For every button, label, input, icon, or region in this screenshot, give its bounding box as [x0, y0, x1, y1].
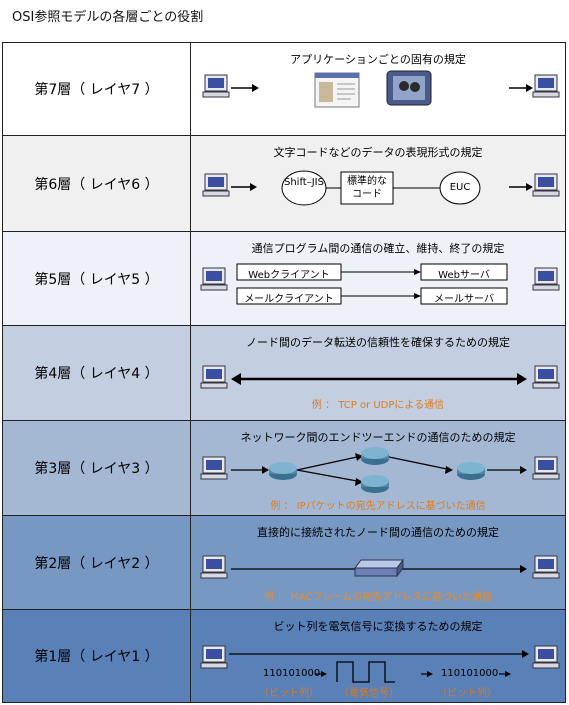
computer-icon: [200, 555, 228, 579]
layer-2-row: 第2層（ レイヤ2 ） 直接的に接続されたノード間の通信のための規定: [3, 516, 565, 610]
shift-jis-node: Shift–JIS: [284, 177, 324, 188]
layer-4-diagram: [200, 365, 560, 389]
layer-5-row: 第5層（ レイヤ5 ） 通信プログラム間の通信の確立、維持、終了の規定: [3, 232, 565, 326]
computer-icon: [200, 456, 228, 480]
layer-5-label: 第5層（ レイヤ5 ）: [3, 232, 191, 325]
web-server-box: Webサーバ: [438, 270, 490, 281]
layer-4-label: 第4層（ レイヤ4 ）: [3, 326, 191, 420]
standard-code-node: 標準的な コード: [347, 176, 387, 200]
layer-2-label: 第2層（ レイヤ2 ）: [3, 516, 191, 609]
layer-1-diagram: [200, 645, 560, 683]
layer-7-content: アプリケーションごとの固有の規定: [191, 43, 565, 135]
router-icon: [457, 462, 485, 480]
layer-6-diagram: [202, 170, 560, 206]
layer-6-description: 文字コードなどのデータの表現形式の規定: [273, 146, 483, 159]
computer-icon: [202, 173, 230, 197]
mail-client-box: メールクライアント: [244, 294, 334, 305]
electric-signal-waveform: [336, 661, 395, 683]
bit-string-right: 110101000: [441, 668, 499, 679]
layer-3-row: 第3層（ レイヤ3 ） ネットワーク間のエンドツーエンドの通信のための規定: [3, 421, 565, 516]
computer-icon: [200, 267, 228, 291]
computer-icon: [532, 555, 560, 579]
computer-icon: [532, 365, 560, 389]
computer-icon: [200, 365, 228, 389]
layer-5-description: 通信プログラム間の通信の確立、維持、終了の規定: [251, 242, 505, 255]
bit-string-left: 110101000: [263, 668, 321, 679]
layer-3-label: 第3層（ レイヤ3 ）: [3, 421, 191, 515]
computer-icon: [532, 267, 560, 291]
page-title: OSI参照モデルの各層ごとの役割: [12, 10, 204, 25]
layer-2-content: 直接的に接続されたノード間の通信のための規定: [191, 516, 565, 609]
computer-icon: [532, 74, 560, 98]
layer-4-row: 第4層（ レイヤ4 ） ノード間のデータ転送の信頼性を確保するための規定 例 ：: [3, 326, 565, 421]
computer-icon: [532, 456, 560, 480]
layer-2-description: 直接的に接続されたノード間の通信のための規定: [257, 526, 499, 539]
router-icon: [361, 447, 389, 465]
switch-icon: [354, 558, 404, 578]
layer-7-row: 第7層（ レイヤ7 ） アプリケーションごとの固有の規定: [3, 43, 565, 136]
router-icon: [269, 462, 297, 480]
layer-3-diagram: [200, 447, 560, 493]
computer-icon: [532, 645, 560, 669]
layer-1-row: 第1層（ レイヤ1 ） ビット列を電気信号に変換するための規定: [3, 610, 565, 702]
layer-5-diagram: [200, 263, 560, 305]
layer-1-content: ビット列を電気信号に変換するための規定: [191, 610, 565, 702]
layer-6-content: 文字コードなどのデータの表現形式の規定: [191, 136, 565, 231]
layer-4-content: ノード間のデータ転送の信頼性を確保するための規定 例 ： TCP or UDPに…: [191, 326, 565, 420]
layer-3-content: ネットワーク間のエンドツーエンドの通信のための規定: [191, 421, 565, 515]
layer-2-diagram: [200, 555, 560, 579]
layer-6-label: 第6層（ レイヤ6 ）: [3, 136, 191, 231]
layer-7-description: アプリケーションごとの固有の規定: [290, 53, 466, 66]
document-window-icon: [314, 72, 360, 108]
euc-node: EUC: [449, 182, 471, 193]
layer-5-content: 通信プログラム間の通信の確立、維持、終了の規定: [191, 232, 565, 325]
layer-7-label: 第7層（ レイヤ7 ）: [3, 43, 191, 135]
layer-3-example: 例 ： IPパケットの宛先アドレスに基づいた通信: [270, 501, 486, 512]
router-icon: [361, 475, 389, 493]
signal-caption: （電気信号）: [339, 688, 399, 699]
layer-6-row: 第6層（ レイヤ6 ） 文字コードなどのデータの表現形式の規定: [3, 136, 565, 232]
layer-7-diagram: [202, 70, 560, 108]
layer-4-example: 例 ： TCP or UDPによる通信: [311, 400, 445, 411]
video-window-icon: [386, 70, 432, 106]
layer-3-description: ネットワーク間のエンドツーエンドの通信のための規定: [240, 431, 516, 444]
web-client-box: Webクライアント: [248, 270, 330, 281]
bit-caption-left: （ビット列）: [259, 688, 319, 699]
layer-1-label: 第1層（ レイヤ1 ）: [3, 610, 191, 702]
computer-icon: [532, 173, 560, 197]
layer-2-example: 例 ： MACフレームの宛先アドレスに基づいた通信: [263, 592, 493, 603]
osi-layer-table: 第7層（ レイヤ7 ） アプリケーションごとの固有の規定: [2, 42, 566, 703]
layer-1-description: ビット列を電気信号に変換するための規定: [273, 620, 483, 633]
bit-caption-right: （ビット列）: [437, 688, 497, 699]
computer-icon: [200, 645, 228, 669]
layer-4-description: ノード間のデータ転送の信頼性を確保するための規定: [246, 336, 510, 349]
mail-server-box: メールサーバ: [434, 294, 494, 305]
computer-icon: [202, 74, 230, 98]
